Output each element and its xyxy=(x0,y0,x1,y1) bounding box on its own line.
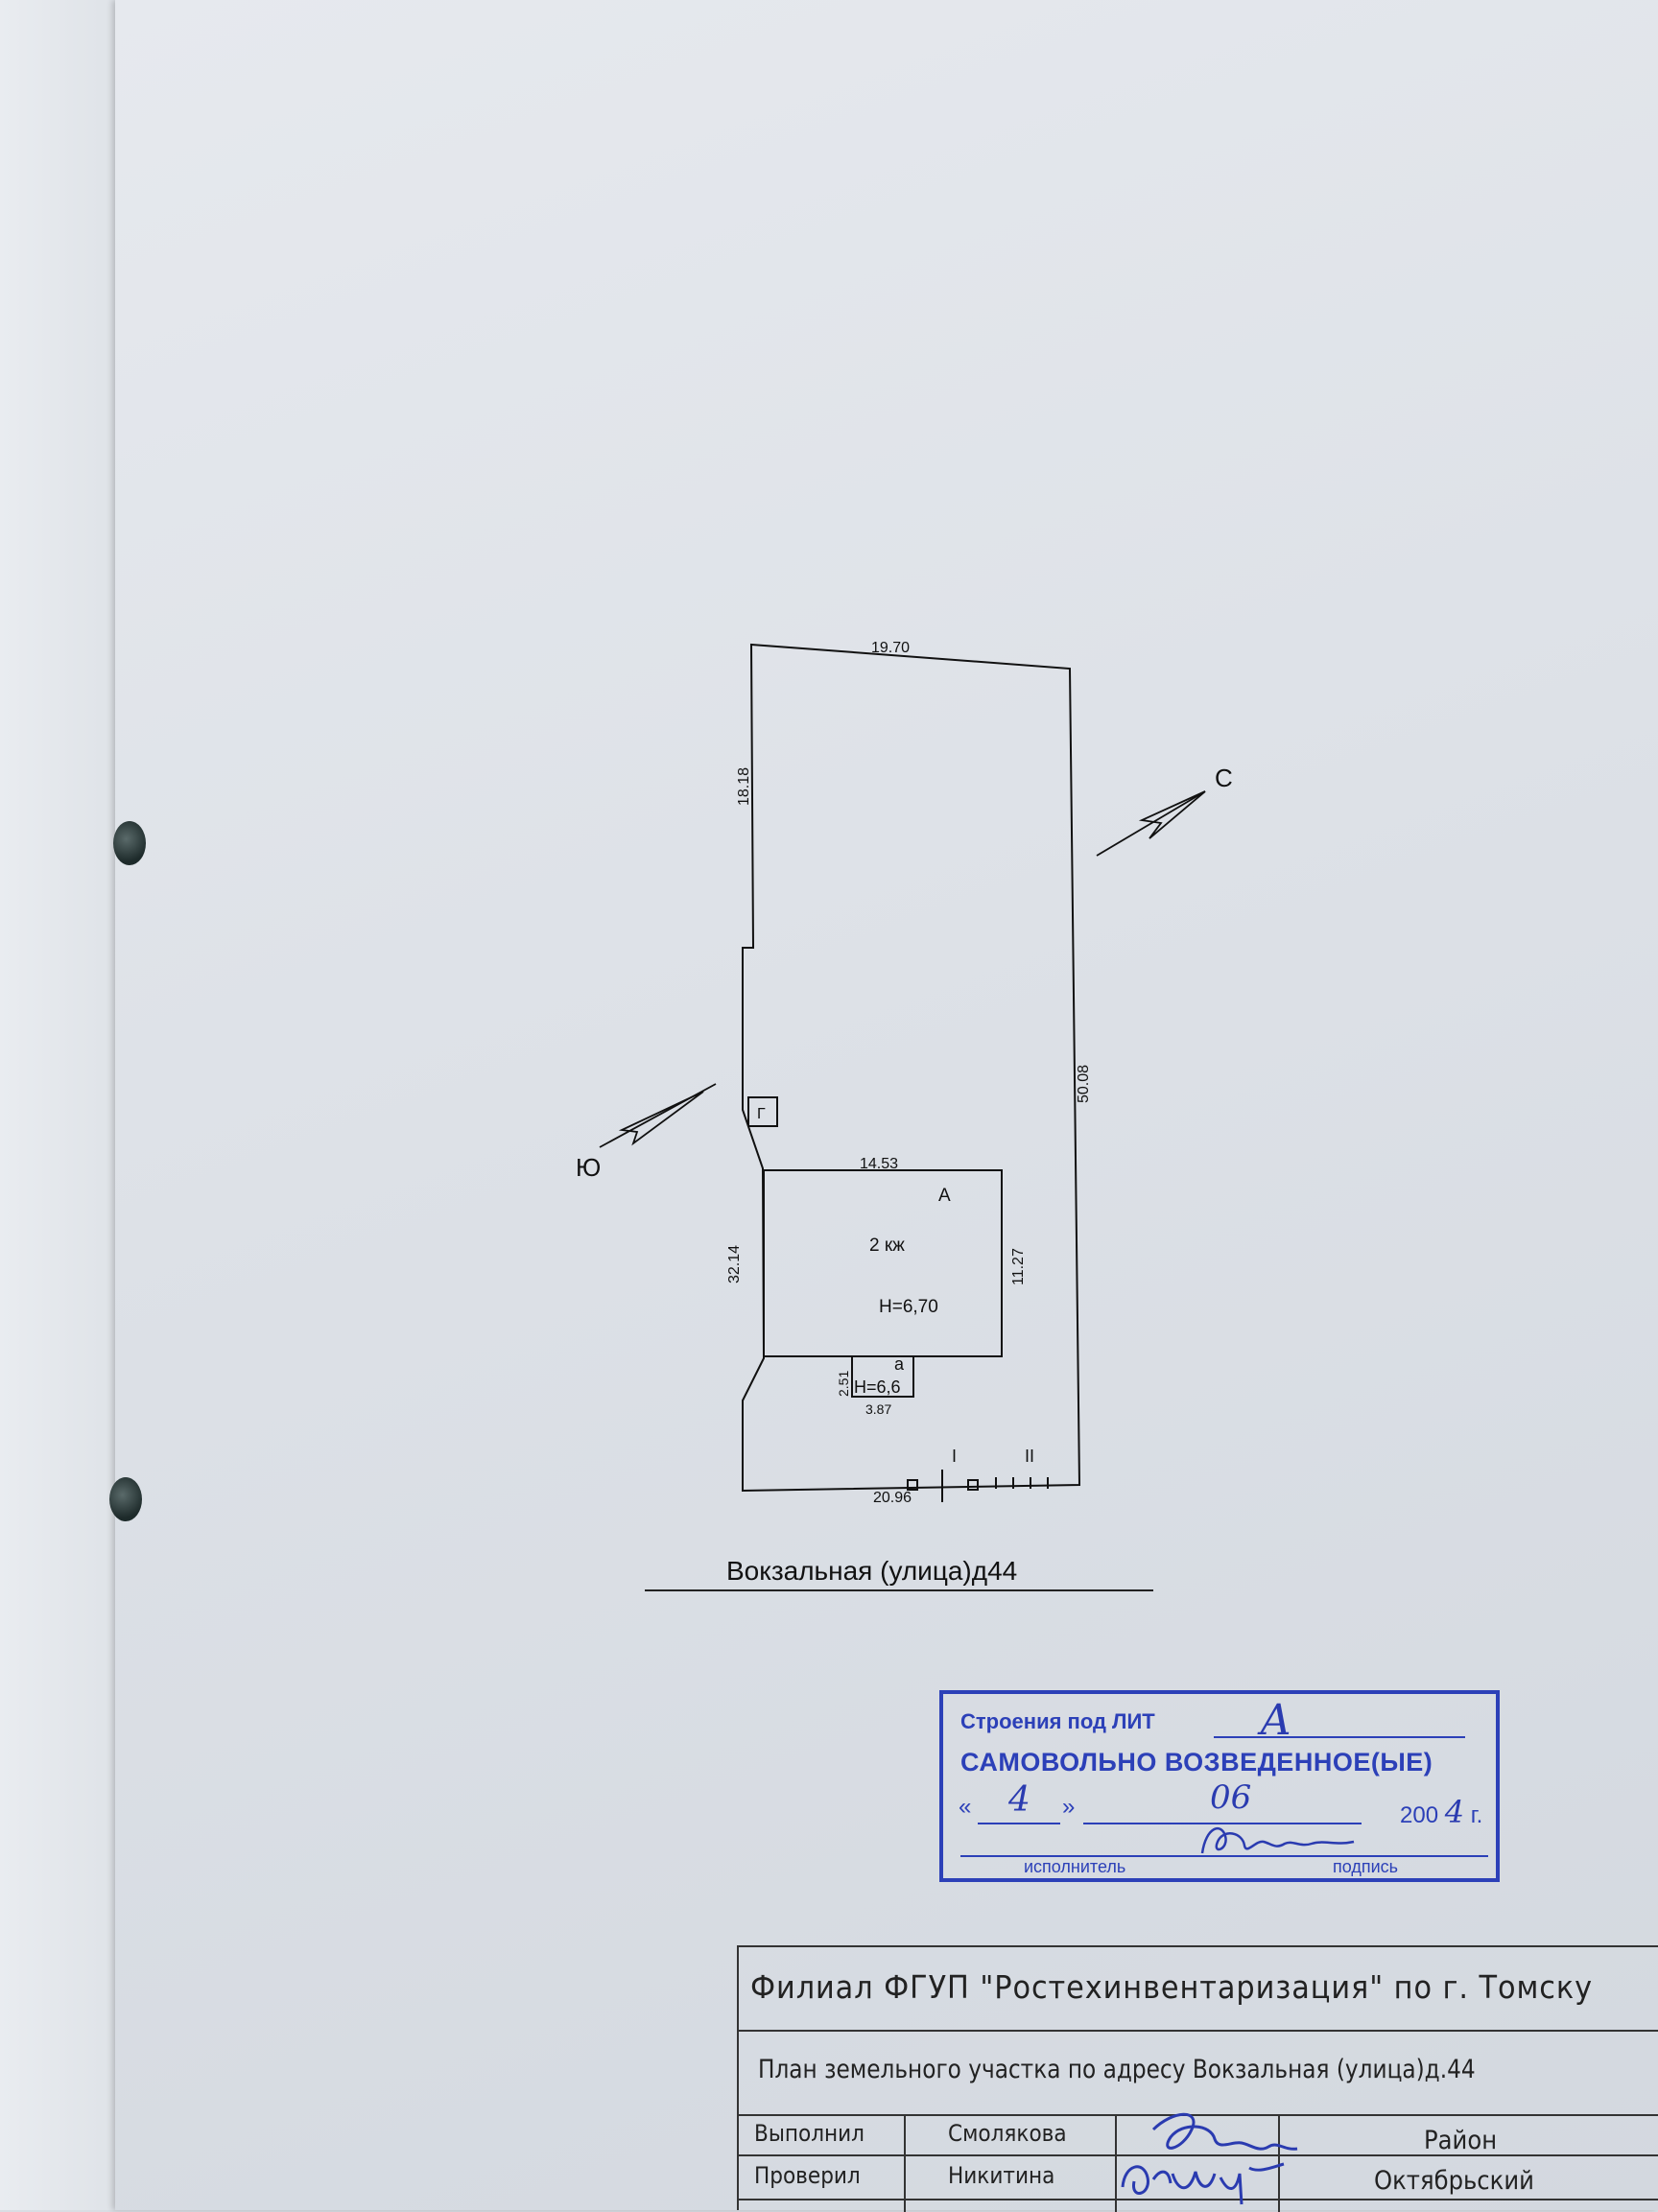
south-arrow xyxy=(599,1083,717,1148)
dim-right: 50.08 xyxy=(1076,1065,1092,1103)
dim-left-lower: 32.14 xyxy=(726,1245,743,1283)
stamp-year-handwritten: 4 xyxy=(1444,1794,1465,1830)
stamp-line1: Строения под ЛИТ xyxy=(960,1709,1155,1733)
building-a xyxy=(763,1169,1003,1357)
title-block-divider-3 xyxy=(739,2154,1658,2156)
building-floors: 2 кж xyxy=(869,1235,905,1256)
district-value: Октябрьский xyxy=(1374,2166,1534,2196)
dim-left-upper: 18.18 xyxy=(736,767,752,806)
stamp-day-handwritten: 4 xyxy=(1008,1780,1030,1820)
title-block-divider-4 xyxy=(739,2199,1658,2200)
annex-letter: а xyxy=(894,1354,905,1374)
handwritten-signatures xyxy=(1121,2112,1298,2205)
title-block-col-3 xyxy=(1278,2114,1280,2212)
dim-building-top: 14.53 xyxy=(860,1156,898,1172)
stamp-lit-handwritten: А xyxy=(1260,1696,1292,1745)
building-height: Н=6,70 xyxy=(879,1297,938,1317)
stamp-day-line xyxy=(978,1823,1060,1824)
unauthorized-construction-stamp: Строения под ЛИТ А САМОВОЛЬНО ВОЗВЕДЕННО… xyxy=(939,1690,1500,1882)
dim-annex-width: 3.87 xyxy=(865,1401,891,1417)
binder-hole-bottom xyxy=(109,1477,142,1521)
dim-top: 19.70 xyxy=(871,640,910,656)
stamp-month-handwritten: 06 xyxy=(1210,1778,1252,1817)
north-arrow xyxy=(1096,790,1206,857)
binder-hole-top xyxy=(113,821,146,865)
plan-title: План земельного участка по адресу Вокзал… xyxy=(758,2055,1476,2084)
street-label: Вокзальная (улица)д44 xyxy=(726,1556,1018,1586)
garage-box xyxy=(747,1096,778,1127)
stamp-year-suffix: г. xyxy=(1470,1802,1483,1828)
stamp-quote-close: » xyxy=(1062,1794,1076,1820)
street-line xyxy=(645,1589,1153,1591)
title-block-divider-1 xyxy=(739,2030,1658,2032)
stamp-year: 200 4 г. xyxy=(1400,1794,1482,1830)
stamp-signature-label: подпись xyxy=(1333,1857,1399,1876)
title-block: Филиал ФГУП "Ростехинвентаризация" по г.… xyxy=(737,1945,1658,2212)
south-label: Ю xyxy=(576,1153,601,1182)
district-label: Район xyxy=(1424,2126,1498,2155)
stamp-line1-underline xyxy=(1214,1736,1465,1738)
document-page xyxy=(115,0,1658,2210)
stamp-month-line xyxy=(1083,1823,1362,1824)
gate-two-label: II xyxy=(1025,1447,1034,1466)
stamp-executor-label: исполнитель xyxy=(1024,1857,1126,1876)
title-block-divider-2 xyxy=(739,2114,1658,2116)
dim-annex-height: 2.51 xyxy=(836,1371,851,1397)
checked-name: Никитина xyxy=(948,2162,1055,2189)
stamp-year-prefix: 200 xyxy=(1400,1802,1439,1828)
gate-marks xyxy=(907,1470,1049,1502)
annex-a xyxy=(851,1355,914,1398)
north-label: С xyxy=(1215,764,1233,792)
performed-label: Выполнил xyxy=(754,2120,865,2147)
stamp-quote-open: « xyxy=(959,1794,972,1820)
stamp-signature xyxy=(1200,1826,1355,1854)
stamp-signature-line xyxy=(960,1855,1488,1857)
plot-boundary xyxy=(742,643,1081,1493)
stamp-line2: САМОВОЛЬНО ВОЗВЕДЕННОЕ(ЫЕ) xyxy=(960,1748,1433,1777)
dim-bottom: 20.96 xyxy=(873,1490,912,1506)
organization-name: Филиал ФГУП "Ростехинвентаризация" по г.… xyxy=(750,1968,1594,2006)
title-block-col-2 xyxy=(1115,2114,1117,2212)
title-block-col-1 xyxy=(904,2114,906,2212)
performed-name: Смолякова xyxy=(948,2120,1067,2147)
building-letter: А xyxy=(938,1186,951,1206)
gate-one-label: I xyxy=(952,1447,957,1466)
checked-label: Проверил xyxy=(754,2162,861,2189)
dim-building-right: 11.27 xyxy=(1010,1248,1027,1285)
garage-label: Г xyxy=(757,1106,766,1122)
annex-height: Н=6,6 xyxy=(854,1377,901,1397)
